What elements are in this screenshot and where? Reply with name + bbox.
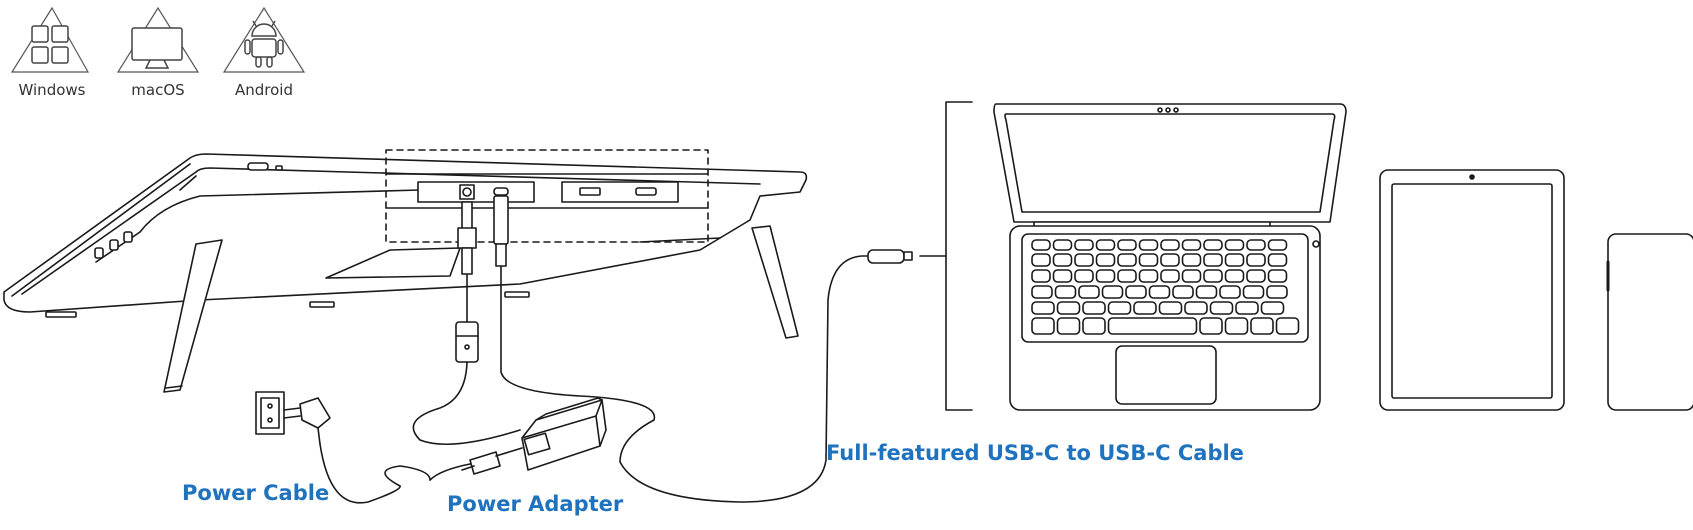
- keyboard-key: [1054, 254, 1072, 266]
- usb-cable-label: Full-featured USB-C to USB-C Cable: [826, 441, 1244, 465]
- keyboard-key: [1251, 318, 1273, 334]
- windows-icon: [12, 8, 88, 72]
- keyboard-key: [1200, 318, 1222, 334]
- keyboard-key: [1204, 240, 1222, 250]
- keyboard-key: [1185, 302, 1207, 314]
- keyboard-key: [1109, 318, 1197, 334]
- keyboard-key: [1226, 270, 1244, 282]
- keyboard-key: [1173, 286, 1193, 298]
- keyboard-key: [1058, 318, 1080, 334]
- keyboard-key: [1161, 240, 1179, 250]
- usb-c-connector: [494, 102, 972, 502]
- power-adapter: [462, 398, 606, 474]
- keyboard-key: [1118, 240, 1136, 250]
- phone-icon: [1608, 234, 1693, 410]
- keyboard-key: [1109, 302, 1131, 314]
- keyboard-key: [1183, 270, 1201, 282]
- keyboard-key: [1032, 240, 1050, 250]
- keyboard-key: [1056, 286, 1076, 298]
- keyboard-key: [1277, 318, 1299, 334]
- keyboard-key: [1075, 254, 1093, 266]
- keyboard-key: [1058, 302, 1080, 314]
- keyboard-key: [1150, 286, 1170, 298]
- keyboard-key: [1262, 302, 1284, 314]
- keyboard-key: [1032, 270, 1050, 282]
- keyboard-key: [1244, 286, 1264, 298]
- keyboard-key: [1226, 254, 1244, 266]
- keyboard-key: [1075, 270, 1093, 282]
- keyboard-key: [1054, 270, 1072, 282]
- os-icons: [0, 0, 330, 110]
- keyboard-key: [1197, 286, 1217, 298]
- keyboard-key: [1247, 254, 1265, 266]
- keyboard-key: [1269, 240, 1287, 250]
- keyboard-key: [1269, 270, 1287, 282]
- android-icon: [224, 8, 304, 72]
- keyboard-key: [1079, 286, 1099, 298]
- os-label-macos: macOS: [131, 81, 185, 99]
- power-connector: [413, 202, 520, 444]
- wall-outlet: [256, 392, 480, 503]
- keyboard-key: [1032, 254, 1050, 266]
- keyboard-key: [1118, 270, 1136, 282]
- power-cable-label: Power Cable: [182, 481, 330, 505]
- keyboard-key: [1220, 286, 1240, 298]
- keyboard-key: [1083, 302, 1105, 314]
- tablet-icon: [1380, 170, 1564, 410]
- keyboard-key: [1097, 254, 1115, 266]
- keyboard-key: [1032, 318, 1054, 334]
- keyboard-key: [1226, 240, 1244, 250]
- laptop-keyboard: [1032, 240, 1299, 334]
- keyboard-key: [1247, 240, 1265, 250]
- keyboard-key: [1183, 254, 1201, 266]
- keyboard-key: [1097, 240, 1115, 250]
- keyboard-key: [1160, 302, 1182, 314]
- keyboard-key: [1140, 254, 1158, 266]
- keyboard-key: [1140, 270, 1158, 282]
- keyboard-key: [1032, 302, 1054, 314]
- keyboard-key: [1161, 254, 1179, 266]
- keyboard-key: [1140, 240, 1158, 250]
- keyboard-key: [1103, 286, 1123, 298]
- keyboard-key: [1075, 240, 1093, 250]
- keyboard-key: [1054, 240, 1072, 250]
- keyboard-key: [1134, 302, 1156, 314]
- keyboard-key: [1126, 286, 1146, 298]
- keyboard-key: [1083, 318, 1105, 334]
- keyboard-key: [1236, 302, 1258, 314]
- keyboard-key: [1211, 302, 1233, 314]
- keyboard-key: [1204, 254, 1222, 266]
- keyboard-key: [1226, 318, 1248, 334]
- keyboard-key: [1161, 270, 1179, 282]
- keyboard-key: [1247, 270, 1265, 282]
- keyboard-key: [1269, 254, 1287, 266]
- keyboard-key: [1267, 286, 1287, 298]
- keyboard-key: [1032, 286, 1052, 298]
- power-adapter-label: Power Adapter: [447, 492, 624, 516]
- keyboard-key: [1204, 270, 1222, 282]
- keyboard-key: [1183, 240, 1201, 250]
- keyboard-key: [1097, 270, 1115, 282]
- keyboard-key: [1118, 254, 1136, 266]
- imac-icon: [118, 8, 198, 72]
- os-label-android: Android: [235, 81, 293, 99]
- os-label-windows: Windows: [18, 81, 86, 99]
- pen-display: [4, 150, 806, 392]
